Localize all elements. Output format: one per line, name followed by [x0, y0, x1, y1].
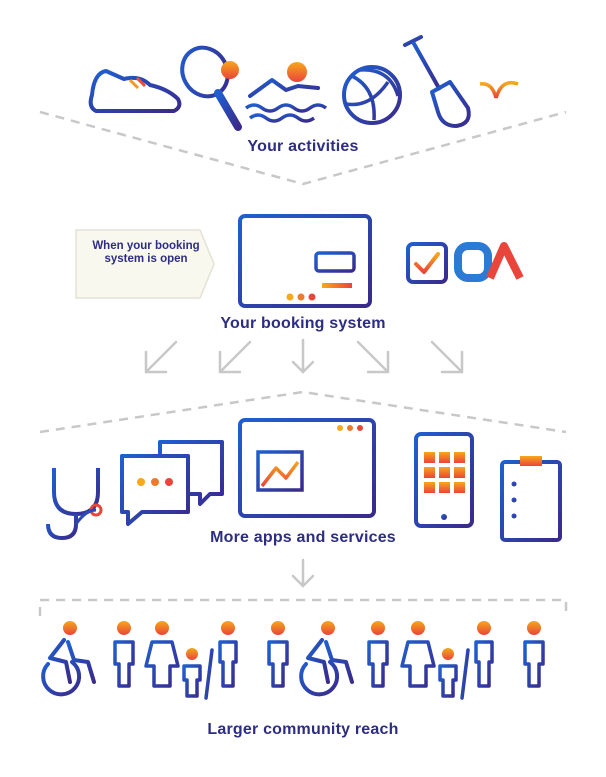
grass-sprout-icon	[478, 80, 522, 100]
divider-chevron-middle	[39, 390, 567, 434]
booking-open-callout: When your booking system is open	[92, 240, 200, 265]
more-apps-label: More apps and services	[210, 529, 396, 546]
clipboard-icon	[500, 456, 562, 542]
wheelchair-user-icon	[41, 619, 96, 697]
openactive-logo-icon	[454, 242, 524, 282]
community-bracket	[38, 598, 568, 616]
flow-arrow-down	[291, 558, 315, 588]
elderly-cane-icon	[204, 621, 238, 700]
callout-arrow-box	[75, 229, 215, 299]
web-browser-icon	[238, 418, 376, 518]
running-shoe-icon	[88, 69, 182, 113]
chat-bubbles-icon	[120, 440, 224, 526]
checkbox-icon	[406, 242, 448, 284]
shovel-icon	[403, 35, 471, 128]
volleyball-icon	[342, 65, 402, 125]
person-icon	[523, 619, 545, 688]
person-icon	[113, 619, 135, 688]
ping-pong-icon	[180, 45, 242, 131]
wheelchair-user-icon	[299, 619, 354, 697]
divider-chevron-top	[39, 110, 567, 186]
smartphone-icon	[414, 432, 474, 528]
person-icon	[267, 619, 289, 688]
booking-window-icon	[238, 214, 372, 308]
booking-system-label: Your booking system	[220, 315, 386, 332]
community-label: Larger community reach	[207, 721, 399, 738]
person-icon	[367, 619, 389, 688]
flow-arrows	[144, 338, 464, 374]
community-people	[41, 619, 545, 700]
mother-child-icon	[400, 621, 458, 698]
stethoscope-icon	[46, 468, 103, 541]
mother-child-icon	[144, 621, 202, 698]
swimmer-icon	[244, 62, 328, 123]
activities-label: Your activities	[247, 138, 359, 155]
elderly-cane-icon	[460, 621, 494, 700]
